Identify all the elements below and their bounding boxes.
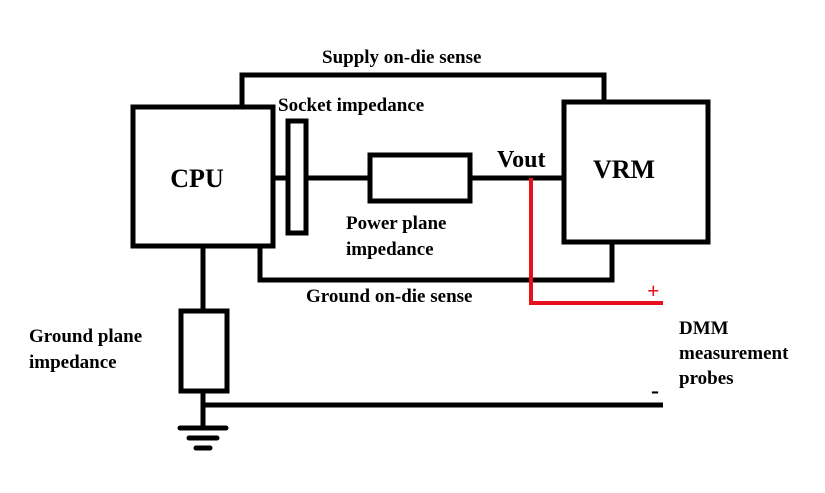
ground-plane-label-line2: impedance bbox=[29, 352, 117, 373]
vrm-label: VRM bbox=[593, 155, 655, 184]
dmm-label-line3: probes bbox=[679, 368, 734, 389]
power-plane-label-line1: Power plane bbox=[346, 213, 446, 234]
socket-impedance-element bbox=[285, 118, 309, 236]
ground-plane-label-line1: Ground plane bbox=[29, 326, 142, 347]
cpu-label: CPU bbox=[170, 164, 224, 193]
positive-probe-wire bbox=[529, 178, 663, 305]
vout-label: Vout bbox=[497, 147, 545, 173]
supply-sense-label: Supply on-die sense bbox=[322, 47, 481, 68]
ground-sense-label: Ground on-die sense bbox=[306, 286, 472, 307]
positive-probe-sign: + bbox=[647, 278, 660, 303]
vrm-block bbox=[561, 99, 711, 245]
dmm-label-line2: measurement bbox=[679, 343, 789, 364]
negative-probe-sign: - bbox=[651, 378, 659, 404]
socket-impedance-label: Socket impedance bbox=[278, 95, 424, 116]
ground-symbol-icon bbox=[177, 425, 229, 451]
dmm-label-line1: DMM bbox=[679, 318, 729, 339]
ground-sense-wire bbox=[257, 244, 615, 283]
power-plane-impedance-element bbox=[367, 152, 473, 204]
power-plane-label-line2: impedance bbox=[346, 239, 434, 260]
ground-plane-impedance-element bbox=[178, 308, 230, 394]
supply-sense-wire bbox=[239, 72, 607, 107]
